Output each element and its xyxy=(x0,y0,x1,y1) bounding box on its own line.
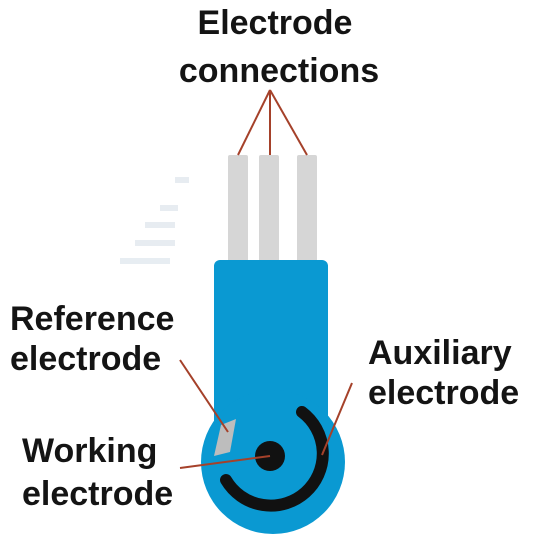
working-label-line1: Working xyxy=(22,432,157,470)
reference-label-line2: electrode xyxy=(10,340,161,378)
connector-strip-left xyxy=(228,155,248,265)
background-artifacts xyxy=(120,177,189,264)
connector-strip-middle xyxy=(259,155,279,265)
auxiliary-label-line1: Auxiliary xyxy=(368,334,512,372)
auxiliary-leader xyxy=(321,382,353,456)
sensor-body xyxy=(201,260,345,534)
connections-leader-left xyxy=(237,89,271,156)
leader-lines xyxy=(179,89,353,469)
working-label-line2: electrode xyxy=(22,475,173,513)
reference-electrode-mark xyxy=(214,419,236,456)
reference-label-line1: Reference xyxy=(10,300,174,338)
connector-strip-right xyxy=(297,155,317,265)
connector-strips xyxy=(228,155,317,265)
reference-leader xyxy=(179,359,229,433)
connections-leader-right xyxy=(269,89,308,156)
connections-label-line2: connections xyxy=(179,52,379,90)
working-leader xyxy=(179,455,271,469)
auxiliary-electrode-arc xyxy=(220,406,329,512)
auxiliary-label-line2: electrode xyxy=(368,374,519,412)
connections-label-line1: Electrode xyxy=(198,4,353,42)
